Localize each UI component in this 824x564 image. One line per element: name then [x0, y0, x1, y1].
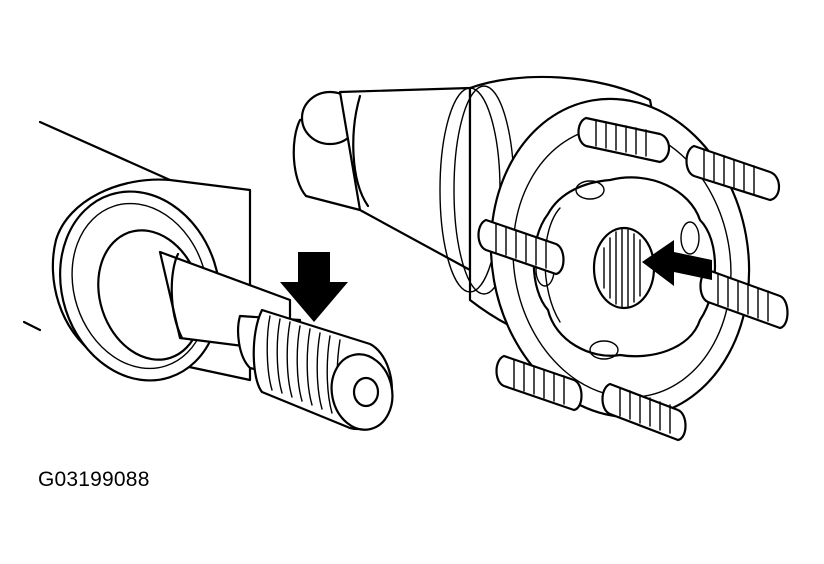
stud	[495, 354, 583, 412]
stud	[577, 116, 671, 164]
stud	[685, 144, 781, 202]
center-hole	[352, 376, 380, 408]
figure-id-label: G03199088	[38, 468, 150, 491]
stud	[601, 382, 687, 442]
drive-shaft	[22, 120, 394, 431]
arrow-down-icon	[280, 252, 348, 322]
spline-teeth	[266, 315, 343, 418]
stud	[477, 218, 565, 276]
wheel-studs	[477, 116, 789, 442]
stud	[699, 268, 789, 330]
splined-bore	[592, 226, 656, 310]
bore-splines	[603, 228, 641, 308]
arrow-left-icon	[642, 240, 712, 286]
